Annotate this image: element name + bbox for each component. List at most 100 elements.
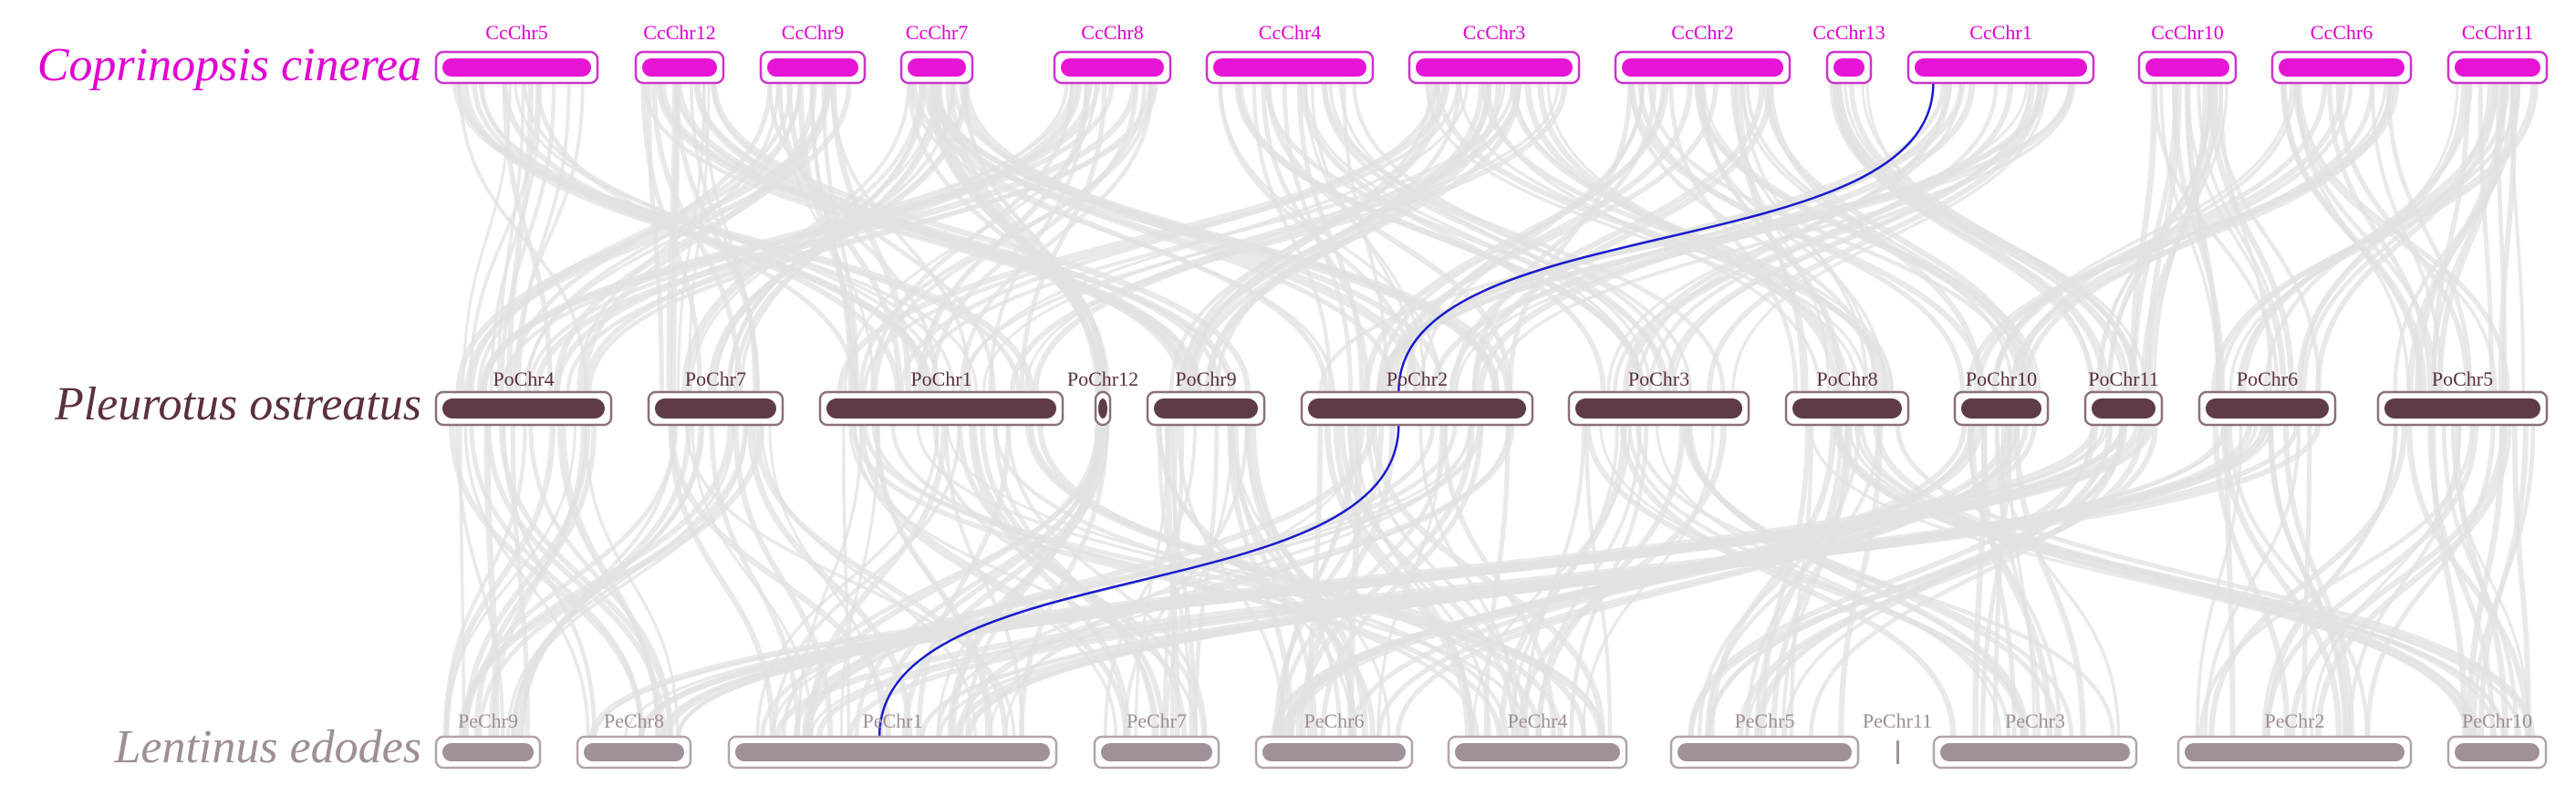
chromosome-label: PeChr4 xyxy=(1508,709,1568,732)
synteny-link xyxy=(2264,424,2479,738)
chromosome-bar xyxy=(2384,398,2540,419)
synteny-link xyxy=(1745,82,2024,393)
synteny-link xyxy=(1338,82,1652,393)
synteny-link xyxy=(902,424,1110,738)
synteny-link xyxy=(1471,82,1657,393)
chromosome-label: CcChr4 xyxy=(1259,21,1321,44)
chromosome-bar xyxy=(2455,58,2540,77)
chromosome-label: PeChr7 xyxy=(1127,709,1187,732)
synteny-link xyxy=(1425,82,1861,393)
synteny-link xyxy=(1028,424,1587,738)
chromosome-label: CcChr13 xyxy=(1813,21,1885,44)
synteny-link xyxy=(1320,424,1484,738)
chromosome-bar xyxy=(1940,743,2130,761)
synteny-link xyxy=(1647,82,1999,393)
synteny-link xyxy=(1295,424,1475,738)
chromosome-pechr3: PeChr3 xyxy=(1932,709,2138,770)
synteny-link xyxy=(1706,424,2126,738)
chromosome-pochr1: PoChr1 xyxy=(818,367,1065,427)
synteny-link xyxy=(1980,424,2012,738)
synteny-link xyxy=(1737,424,2145,738)
synteny-link xyxy=(1767,82,1984,393)
chromosome-bar xyxy=(1833,58,1864,77)
synteny-link xyxy=(579,82,817,393)
chromosome-bar xyxy=(1622,58,1783,77)
chromosome-label: PoChr6 xyxy=(2237,367,2298,390)
chromosome-pechr11: PeChr11 xyxy=(1863,709,1932,764)
chromosome-bar xyxy=(2455,743,2540,761)
synteny-link xyxy=(485,424,667,738)
species-label-lentinus-edodes: Lentinus edodes xyxy=(113,721,421,773)
chromosome-ccchr2: CcChr2 xyxy=(1614,21,1792,85)
synteny-link xyxy=(2385,82,2473,393)
chromosome-label: PeChr11 xyxy=(1863,709,1932,732)
chromosome-bar xyxy=(2092,398,2155,419)
chromosome-label: PeChr10 xyxy=(2462,709,2532,732)
synteny-link xyxy=(2203,424,2301,738)
synteny-link xyxy=(1277,424,1357,738)
synteny-link xyxy=(469,82,794,393)
synteny-link xyxy=(1694,82,2038,393)
synteny-link xyxy=(1546,82,1842,393)
synteny-link xyxy=(710,82,970,393)
chromosome-pechr5: PeChr5 xyxy=(1669,709,1860,770)
synteny-link xyxy=(1215,82,1462,393)
chromosome-pochr7: PoChr7 xyxy=(647,367,784,427)
chromosome-label: CcChr3 xyxy=(1463,21,1525,44)
synteny-link xyxy=(793,424,1436,738)
chromosome-pechr6: PeChr6 xyxy=(1254,709,1414,770)
synteny-link xyxy=(2228,82,2539,393)
chromosome-label: PoChr5 xyxy=(2432,367,2493,390)
chromosome-bar xyxy=(1416,58,1573,77)
synteny-link xyxy=(836,82,1450,393)
synteny-link xyxy=(479,82,1075,393)
chromosome-bar xyxy=(1308,398,1526,419)
synteny-link xyxy=(1265,82,1513,393)
species-label-pleurotus-ostreatus: Pleurotus ostreatus xyxy=(54,378,421,430)
synteny-link xyxy=(804,424,1376,738)
synteny-link xyxy=(1236,82,1644,393)
synteny-link xyxy=(2282,424,2355,738)
synteny-link xyxy=(524,82,828,393)
synteny-link xyxy=(1169,82,1446,393)
chromosome-label: PeChr5 xyxy=(1735,709,1795,732)
chromosome-label: PoChr11 xyxy=(2088,367,2158,390)
synteny-link xyxy=(1838,424,1884,738)
synteny-link xyxy=(2405,424,2530,738)
synteny-link xyxy=(959,82,1560,393)
synteny-link xyxy=(1480,82,1889,393)
synteny-link xyxy=(1647,82,2023,393)
synteny-link xyxy=(2314,82,2498,393)
synteny-link xyxy=(1731,82,2048,393)
synteny-link xyxy=(2218,82,2521,393)
synteny-link xyxy=(442,424,556,738)
synteny-link xyxy=(1304,82,1643,393)
chromosome-label: CcChr10 xyxy=(2151,21,2223,44)
synteny-link xyxy=(982,82,1522,393)
chromosome-bar xyxy=(1915,58,2087,77)
synteny-link xyxy=(1697,424,1862,738)
synteny-link xyxy=(1688,424,2159,738)
chromosome-ccchr7: CcChr7 xyxy=(899,21,974,85)
chromosome-pechr1: PeChr1 xyxy=(727,709,1058,770)
chromosome-label: CcChr11 xyxy=(2462,21,2534,44)
synteny-link xyxy=(2310,424,2462,738)
chromosome-ccchr1: CcChr1 xyxy=(1906,21,2095,85)
synteny-link xyxy=(2466,424,2506,738)
synteny-link xyxy=(2007,424,2036,738)
chromosome-label: CcChr7 xyxy=(906,21,968,44)
chromosome-label: PeChr2 xyxy=(2265,709,2325,732)
chromosome-pochr9: PoChr9 xyxy=(1146,367,1266,427)
chromosome-bar xyxy=(1101,743,1212,761)
synteny-link xyxy=(992,424,1509,738)
chromosome-bar xyxy=(1213,58,1366,77)
chromosome-pochr2: PoChr2 xyxy=(1300,367,1534,427)
chromosome-ccchr4: CcChr4 xyxy=(1205,21,1375,85)
synteny-link xyxy=(520,424,677,738)
synteny-link xyxy=(684,82,923,393)
synteny-link xyxy=(468,82,540,393)
